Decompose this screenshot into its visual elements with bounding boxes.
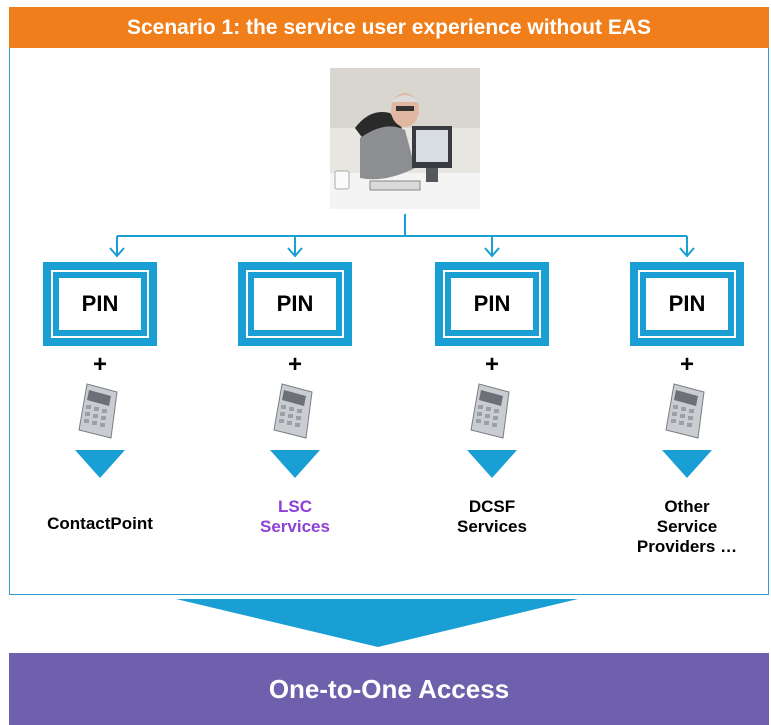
security-token-icon: [665, 383, 705, 439]
plus-sign-2: +: [287, 351, 302, 378]
down-arrow-3: [467, 450, 517, 478]
pin-label-4: PIN: [646, 278, 728, 330]
pin-screen-3: PIN: [435, 262, 549, 346]
down-arrow-4: [662, 450, 712, 478]
pin-label-1: PIN: [59, 278, 141, 330]
user-photo: [330, 68, 480, 209]
plus-sign-4: +: [679, 351, 694, 378]
security-token-icon: [470, 383, 510, 439]
service-label-2: LSC Services: [260, 497, 330, 536]
pin-screen-4: PIN: [630, 262, 744, 346]
down-arrow-2: [270, 450, 320, 478]
service-label-1: ContactPoint: [47, 514, 153, 533]
scenario-title: Scenario 1: the service user experience …: [9, 7, 769, 48]
pin-screen-2: PIN: [238, 262, 352, 346]
pin-screen-1: PIN: [43, 262, 157, 346]
service-label-4: Other Service Providers …: [636, 497, 738, 556]
pin-label-2: PIN: [254, 278, 336, 330]
security-token-icon: [78, 383, 118, 439]
footer-banner: One-to-One Access: [9, 653, 769, 725]
plus-sign-1: +: [92, 351, 107, 378]
connector-tree: [109, 214, 695, 258]
down-arrow-1: [75, 450, 125, 478]
security-token-icon: [273, 383, 313, 439]
plus-sign-3: +: [484, 351, 499, 378]
service-label-3: DCSF Services: [457, 497, 527, 536]
pin-label-3: PIN: [451, 278, 533, 330]
